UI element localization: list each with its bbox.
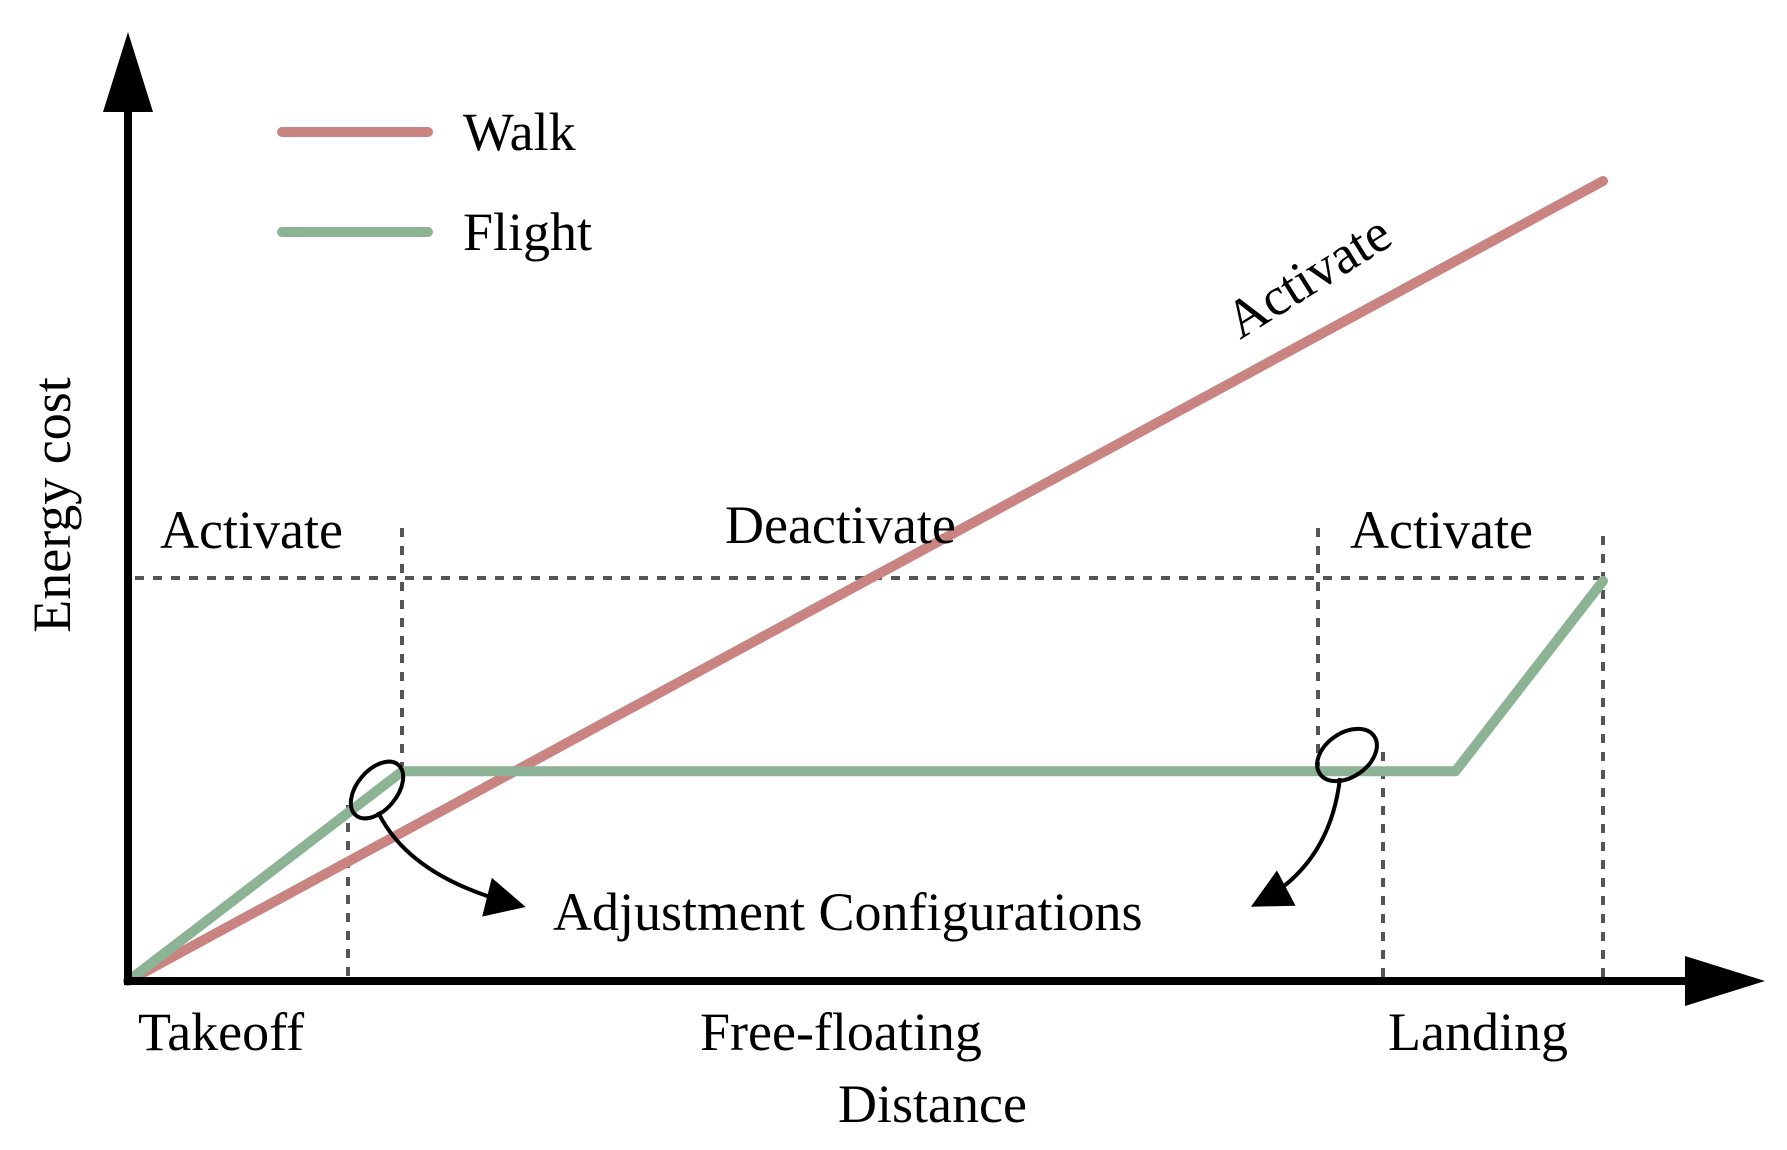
legend-label-walk: Walk [463,102,576,162]
axes [103,32,1765,1006]
x-axis-arrow-icon [1685,956,1765,1006]
phase-label-landing: Landing [1388,1002,1568,1062]
landing-adjustment-ellipse [1315,726,1379,784]
legend-label-flight: Flight [463,202,592,262]
series-line-flight [123,576,1608,986]
walk-line-label: Activate [1215,202,1402,350]
free-floating-mode-label: Deactivate [725,495,956,555]
y-axis-arrow-icon [103,32,153,112]
y-axis-title: Energy cost [22,377,82,632]
phase-label-free-floating: Free-floating [700,1002,982,1062]
takeoff-mode-label: Activate [160,500,343,560]
guide-lines [135,528,1605,980]
phase-label-takeoff: Takeoff [138,1002,304,1062]
adjustment-annotation: Adjustment Configurations [553,882,1142,942]
series-line-walk [123,176,1608,986]
landing-annotation-arrow [1250,777,1342,907]
takeoff-annotation-arrow [376,811,526,917]
legend: Walk Flight [277,102,592,262]
landing-mode-label: Activate [1350,500,1533,560]
takeoff-adjustment-ellipse [348,759,406,821]
x-axis-title: Distance [838,1074,1027,1134]
